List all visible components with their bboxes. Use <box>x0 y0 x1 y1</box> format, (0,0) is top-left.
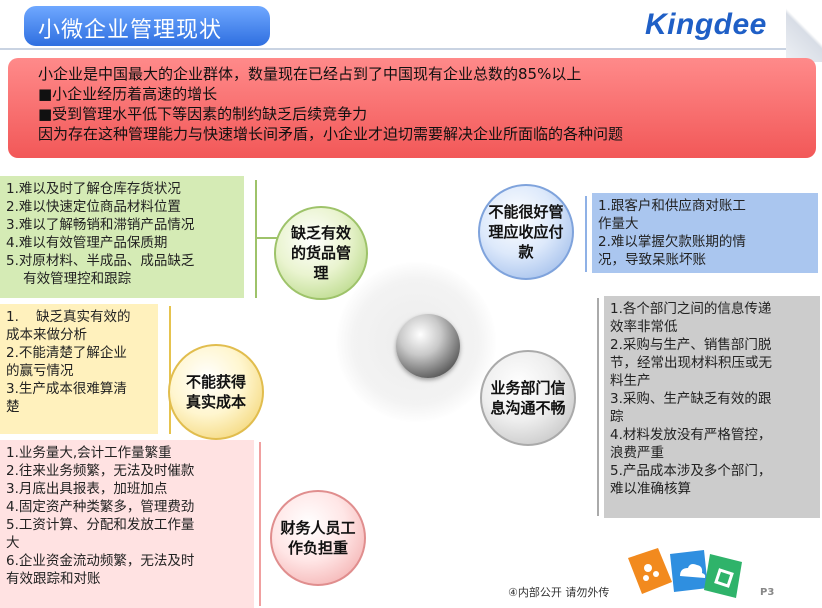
header-divider <box>0 48 822 50</box>
topic-cost-label: 不能获得真实成本 <box>185 373 246 411</box>
list-item: 料生产 <box>610 373 651 389</box>
list-item: 1.难以及时了解仓库存货状况 <box>6 181 181 197</box>
list-item: 难以准确核算 <box>610 481 691 497</box>
confidentiality-note: ④内部公开 请勿外传 <box>508 586 610 599</box>
list-item: 3.生产成本很难算清 <box>6 381 127 397</box>
summary-line: 小企业是中国最大的企业群体，数量现在已经占到了中国现有企业总数的85%以上 <box>38 65 582 83</box>
list-item: 有效跟踪和对账 <box>6 571 101 587</box>
topic-communication-label: 业务部门信息沟通不畅 <box>490 379 566 417</box>
kingdee-logo: Kingdee <box>645 8 767 41</box>
cost-problem-list: 1. 缺乏真实有效的 成本来做分析 2.不能清楚了解企业 的赢亏情况 3.生产成… <box>0 304 158 434</box>
topic-goods-label: 缺乏有效的货品管理 <box>290 224 351 282</box>
topic-communication-circle: 业务部门信息沟通不畅 <box>480 350 576 446</box>
list-item: 大 <box>6 535 20 551</box>
list-item: 的赢亏情况 <box>6 363 74 379</box>
title-banner <box>24 6 270 46</box>
list-item: 1.业务量大,会计工作量繁重 <box>6 445 172 461</box>
goods-problem-list: 1.难以及时了解仓库存货状况 2.难以快速定位商品材料位置 3.难以了解畅销和滞… <box>0 176 244 298</box>
list-item: 1.跟客户和供应商对账工 <box>598 198 746 214</box>
list-item: 节，经常出现材料积压或无 <box>610 355 772 371</box>
list-item: 3.月底出具报表，加班加点 <box>6 481 168 497</box>
communication-problem-list: 1.各个部门之间的信息传递 效率非常低 2.采购与生产、销售部门脱 节，经常出现… <box>604 296 820 518</box>
topic-finance-circle: 财务人员工作负担重 <box>270 490 366 586</box>
topic-cost-circle: 不能获得真实成本 <box>168 344 264 440</box>
receivables-problem-list: 1.跟客户和供应商对账工 作量大 2.难以掌握欠款账期的情 况，导致呆账坏账 <box>592 193 818 273</box>
cloud-cubes-graphic <box>628 548 742 598</box>
list-item: 6.企业资金流动频繁，无法及时 <box>6 553 195 569</box>
list-item: 1. 缺乏真实有效的 <box>6 309 131 325</box>
summary-line: ■受到管理水平低下等因素的制约缺乏后续竞争力 <box>38 105 368 123</box>
orange-cube-icon <box>628 548 672 594</box>
page-curl-decoration <box>786 0 822 62</box>
topic-finance-label: 财务人员工作负担重 <box>280 519 356 557</box>
summary-line: 因为存在这种管理能力与快速增长间矛盾，小企业才迫切需要解决企业所面临的各种问题 <box>38 125 624 143</box>
hub-sphere <box>396 314 460 378</box>
summary-line: ■小企业经历着高速的增长 <box>38 85 218 103</box>
list-item: 楚 <box>6 399 20 415</box>
list-item: 2.往来业务频繁，无法及时催款 <box>6 463 195 479</box>
list-item: 作量大 <box>598 216 639 232</box>
list-item: 4.难以有效管理产品保质期 <box>6 235 168 251</box>
list-item: 2.难以掌握欠款账期的情 <box>598 234 746 250</box>
finance-problem-list: 1.业务量大,会计工作量繁重 2.往来业务频繁，无法及时催款 3.月底出具报表，… <box>0 440 254 608</box>
list-item: 3.采购、生产缺乏有效的跟 <box>610 391 772 407</box>
list-item: 5.产品成本涉及多个部门， <box>610 463 772 479</box>
list-item: 成本来做分析 <box>6 327 87 343</box>
topic-goods-circle: 缺乏有效的货品管理 <box>274 206 368 300</box>
list-item: 5.工资计算、分配和发放工作量 <box>6 517 195 533</box>
list-item: 1.各个部门之间的信息传递 <box>610 301 772 317</box>
list-item: 有效管理控和跟踪 <box>6 271 132 287</box>
summary-banner <box>8 58 816 158</box>
blue-cloud-cube-icon <box>670 550 708 592</box>
page-number: P3 <box>760 587 775 598</box>
list-item: 4.材料发放没有严格管控， <box>610 427 772 443</box>
list-item: 况，导致呆账坏账 <box>598 252 706 268</box>
list-item: 效率非常低 <box>610 319 678 335</box>
list-item: 2.难以快速定位商品材料位置 <box>6 199 181 215</box>
summary-text: 小企业是中国最大的企业群体，数量现在已经占到了中国现有企业总数的85%以上 ■小… <box>38 64 623 144</box>
list-item: 踪 <box>610 409 624 425</box>
green-cube-icon <box>704 554 742 598</box>
list-item: 3.难以了解畅销和滞销产品情况 <box>6 217 195 233</box>
topic-receivables-label: 不能很好管理应收应付款 <box>488 203 564 261</box>
list-item: 4.固定资产种类繁多，管理费劲 <box>6 499 195 515</box>
page-title: 小微企业管理现状 <box>38 18 223 43</box>
list-item: 2.不能清楚了解企业 <box>6 345 127 361</box>
topic-receivables-circle: 不能很好管理应收应付款 <box>478 184 574 280</box>
list-item: 浪费严重 <box>610 445 664 461</box>
list-item: 2.采购与生产、销售部门脱 <box>610 337 772 353</box>
list-item: 5.对原材料、半成品、成品缺乏 <box>6 253 195 269</box>
